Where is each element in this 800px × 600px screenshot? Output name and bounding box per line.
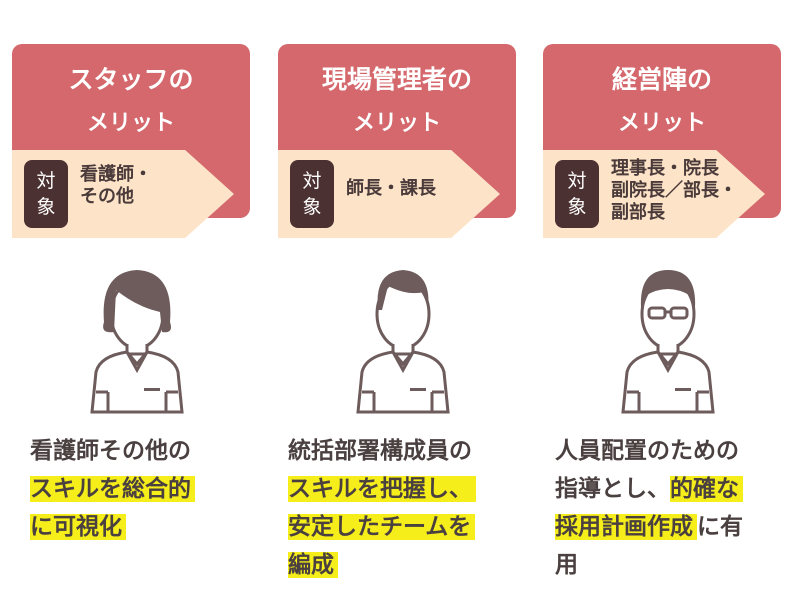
person-icon [613,252,723,417]
description-text: 人員配置のための [555,438,739,464]
description-text: 指導とし、 [555,476,670,502]
highlighted-text: スキルを把握し、 [288,476,476,502]
highlighted-text: 採用計画作成 [555,514,697,540]
title-line-2: メリット [617,111,706,136]
target-badge: 対象 [24,160,68,228]
column-site-manager: 現場管理者の メリット 対象 師長・課長 統括部署構成員のスキルを把握し、安定し… [278,0,538,600]
target-line: 理事長・院長 [611,158,719,179]
target-line: 看護師・ [80,164,152,185]
title-line-1: スタッフの [68,65,194,94]
person-icon [348,252,458,417]
title-line-1: 経営陣の [611,65,712,94]
description-text: 看護師その他の [30,438,191,464]
target-line: 師長・課長 [346,178,436,199]
target-badge: 対象 [290,160,334,228]
description-line: 看護師その他の [30,432,195,470]
target-badge: 対象 [555,160,599,228]
description-line: 人員配置のための [555,432,743,470]
column-staff: スタッフの メリット 対象 看護師・その他 看護師その他のスキルを総合的に可視化 [12,0,272,600]
target-audience: 看護師・その他 [80,164,152,208]
description-line: スキルを把握し、 [288,470,476,508]
highlighted-text: 編成 [288,552,338,578]
target-audience: 師長・課長 [346,178,436,200]
title-line-2: メリット [352,111,441,136]
target-line: 副院長／部長・ [611,180,737,201]
column-management: 経営陣の メリット 対象 理事長・院長副院長／部長・副部長 人員配置のための指導… [543,0,800,600]
highlighted-text: 安定したチームを [288,514,476,540]
column-title: 現場管理者の メリット [278,58,516,146]
title-line-2: メリット [86,111,175,136]
description-text: 用 [555,552,578,578]
merit-description: 人員配置のための指導とし、的確な採用計画作成に有用 [555,432,743,584]
description-line: 編成 [288,546,476,584]
description-text: に有 [697,514,743,540]
highlighted-text: スキルを総合的 [30,476,195,502]
target-line: 副部長 [611,202,665,223]
description-line: 指導とし、的確な [555,470,743,508]
merit-description: 統括部署構成員のスキルを把握し、安定したチームを編成 [288,432,476,584]
column-title: スタッフの メリット [12,58,250,146]
person-icon [82,252,192,417]
description-text: 統括部署構成員の [288,438,472,464]
description-line: 採用計画作成に有 [555,508,743,546]
description-line: 安定したチームを [288,508,476,546]
highlighted-text: 的確な [670,476,743,502]
column-title: 経営陣の メリット [543,58,781,146]
title-line-1: 現場管理者の [321,65,472,94]
target-audience: 理事長・院長副院長／部長・副部長 [611,158,737,224]
highlighted-text: に可視化 [30,514,126,540]
description-line: 用 [555,546,743,584]
description-line: に可視化 [30,508,195,546]
merit-description: 看護師その他のスキルを総合的に可視化 [30,432,195,546]
description-line: 統括部署構成員の [288,432,476,470]
description-line: スキルを総合的 [30,470,195,508]
target-line: その他 [80,186,134,207]
